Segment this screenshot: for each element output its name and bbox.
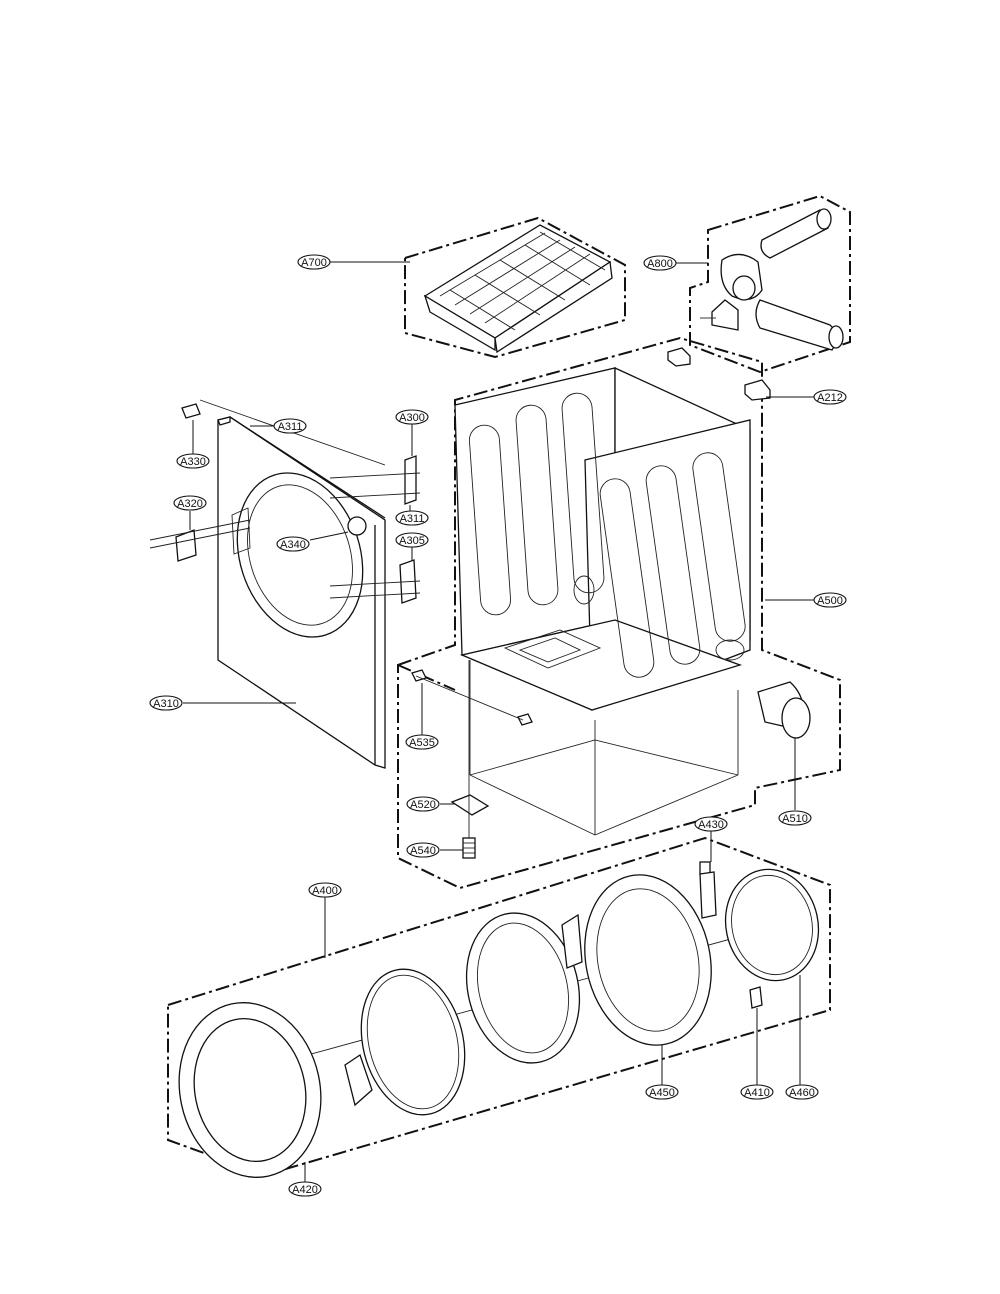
- svg-text:A700: A700: [301, 257, 327, 269]
- group-outline-cabinet: [397, 336, 841, 890]
- top-cover-rack: [423, 224, 613, 354]
- callout-A450: A450: [645, 1084, 679, 1100]
- callout-A700: A700: [297, 254, 331, 270]
- svg-text:A460: A460: [789, 1087, 815, 1099]
- callout-A320: A320: [173, 495, 207, 511]
- leveling-plate: [450, 794, 490, 816]
- svg-text:A311: A311: [400, 513, 425, 525]
- callout-A410: A410: [740, 1084, 774, 1100]
- svg-text:A410: A410: [744, 1087, 770, 1099]
- callout-A212: A212: [813, 389, 847, 405]
- callout-A510: A510: [778, 810, 812, 826]
- svg-text:A310: A310: [153, 698, 179, 710]
- callout-A310: A310: [149, 695, 183, 711]
- leveling-foot: [462, 837, 476, 859]
- callout-A311-side: A311: [395, 510, 429, 526]
- group-outline-exhaust-duct: [689, 194, 851, 374]
- svg-text:A400: A400: [312, 885, 338, 897]
- svg-text:A450: A450: [649, 1087, 675, 1099]
- svg-text:A500: A500: [817, 595, 843, 607]
- door-assembly: [178, 861, 820, 1178]
- cabinet-assembly: [454, 347, 771, 711]
- svg-text:A800: A800: [647, 258, 673, 270]
- exhaust-duct-assembly: [700, 208, 844, 351]
- callout-A800: A800: [643, 255, 677, 271]
- svg-text:A535: A535: [409, 737, 435, 749]
- svg-text:A520: A520: [410, 799, 436, 811]
- callout-A420: A420: [288, 1181, 322, 1197]
- svg-text:A510: A510: [782, 813, 808, 825]
- callout-A520: A520: [406, 796, 440, 812]
- svg-text:A420: A420: [292, 1184, 318, 1196]
- group-outline-door: [167, 836, 831, 1177]
- bracket-a535-right: [517, 713, 533, 726]
- svg-text:A311: A311: [278, 421, 303, 433]
- callout-A500: A500: [813, 592, 847, 608]
- callout-A340: A340: [276, 536, 310, 552]
- callout-A400: A400: [308, 882, 342, 898]
- svg-text:A340: A340: [280, 539, 306, 551]
- svg-text:A212: A212: [817, 392, 843, 404]
- bracket-a330: [181, 403, 201, 419]
- callout-A430: A430: [694, 816, 728, 832]
- group-outline-top-cover: [404, 216, 626, 359]
- svg-text:A320: A320: [177, 498, 203, 510]
- callout-A311-top: A311: [273, 418, 307, 434]
- svg-text:A540: A540: [410, 845, 436, 857]
- base-frame: [469, 660, 739, 836]
- callout-A330: A330: [176, 453, 210, 469]
- leader-lines: [183, 261, 814, 1182]
- callout-A305: A305: [395, 532, 429, 548]
- hinge-a300: [404, 455, 417, 505]
- svg-text:A330: A330: [180, 456, 206, 468]
- callout-A460: A460: [785, 1084, 819, 1100]
- svg-text:A305: A305: [399, 535, 425, 547]
- svg-text:A300: A300: [399, 412, 425, 424]
- front-panel: [217, 416, 386, 769]
- callout-A540: A540: [406, 842, 440, 858]
- callout-A300: A300: [395, 409, 429, 425]
- callout-A535: A535: [405, 734, 439, 750]
- exhaust-outlet: [757, 681, 811, 739]
- svg-text:A430: A430: [698, 819, 724, 831]
